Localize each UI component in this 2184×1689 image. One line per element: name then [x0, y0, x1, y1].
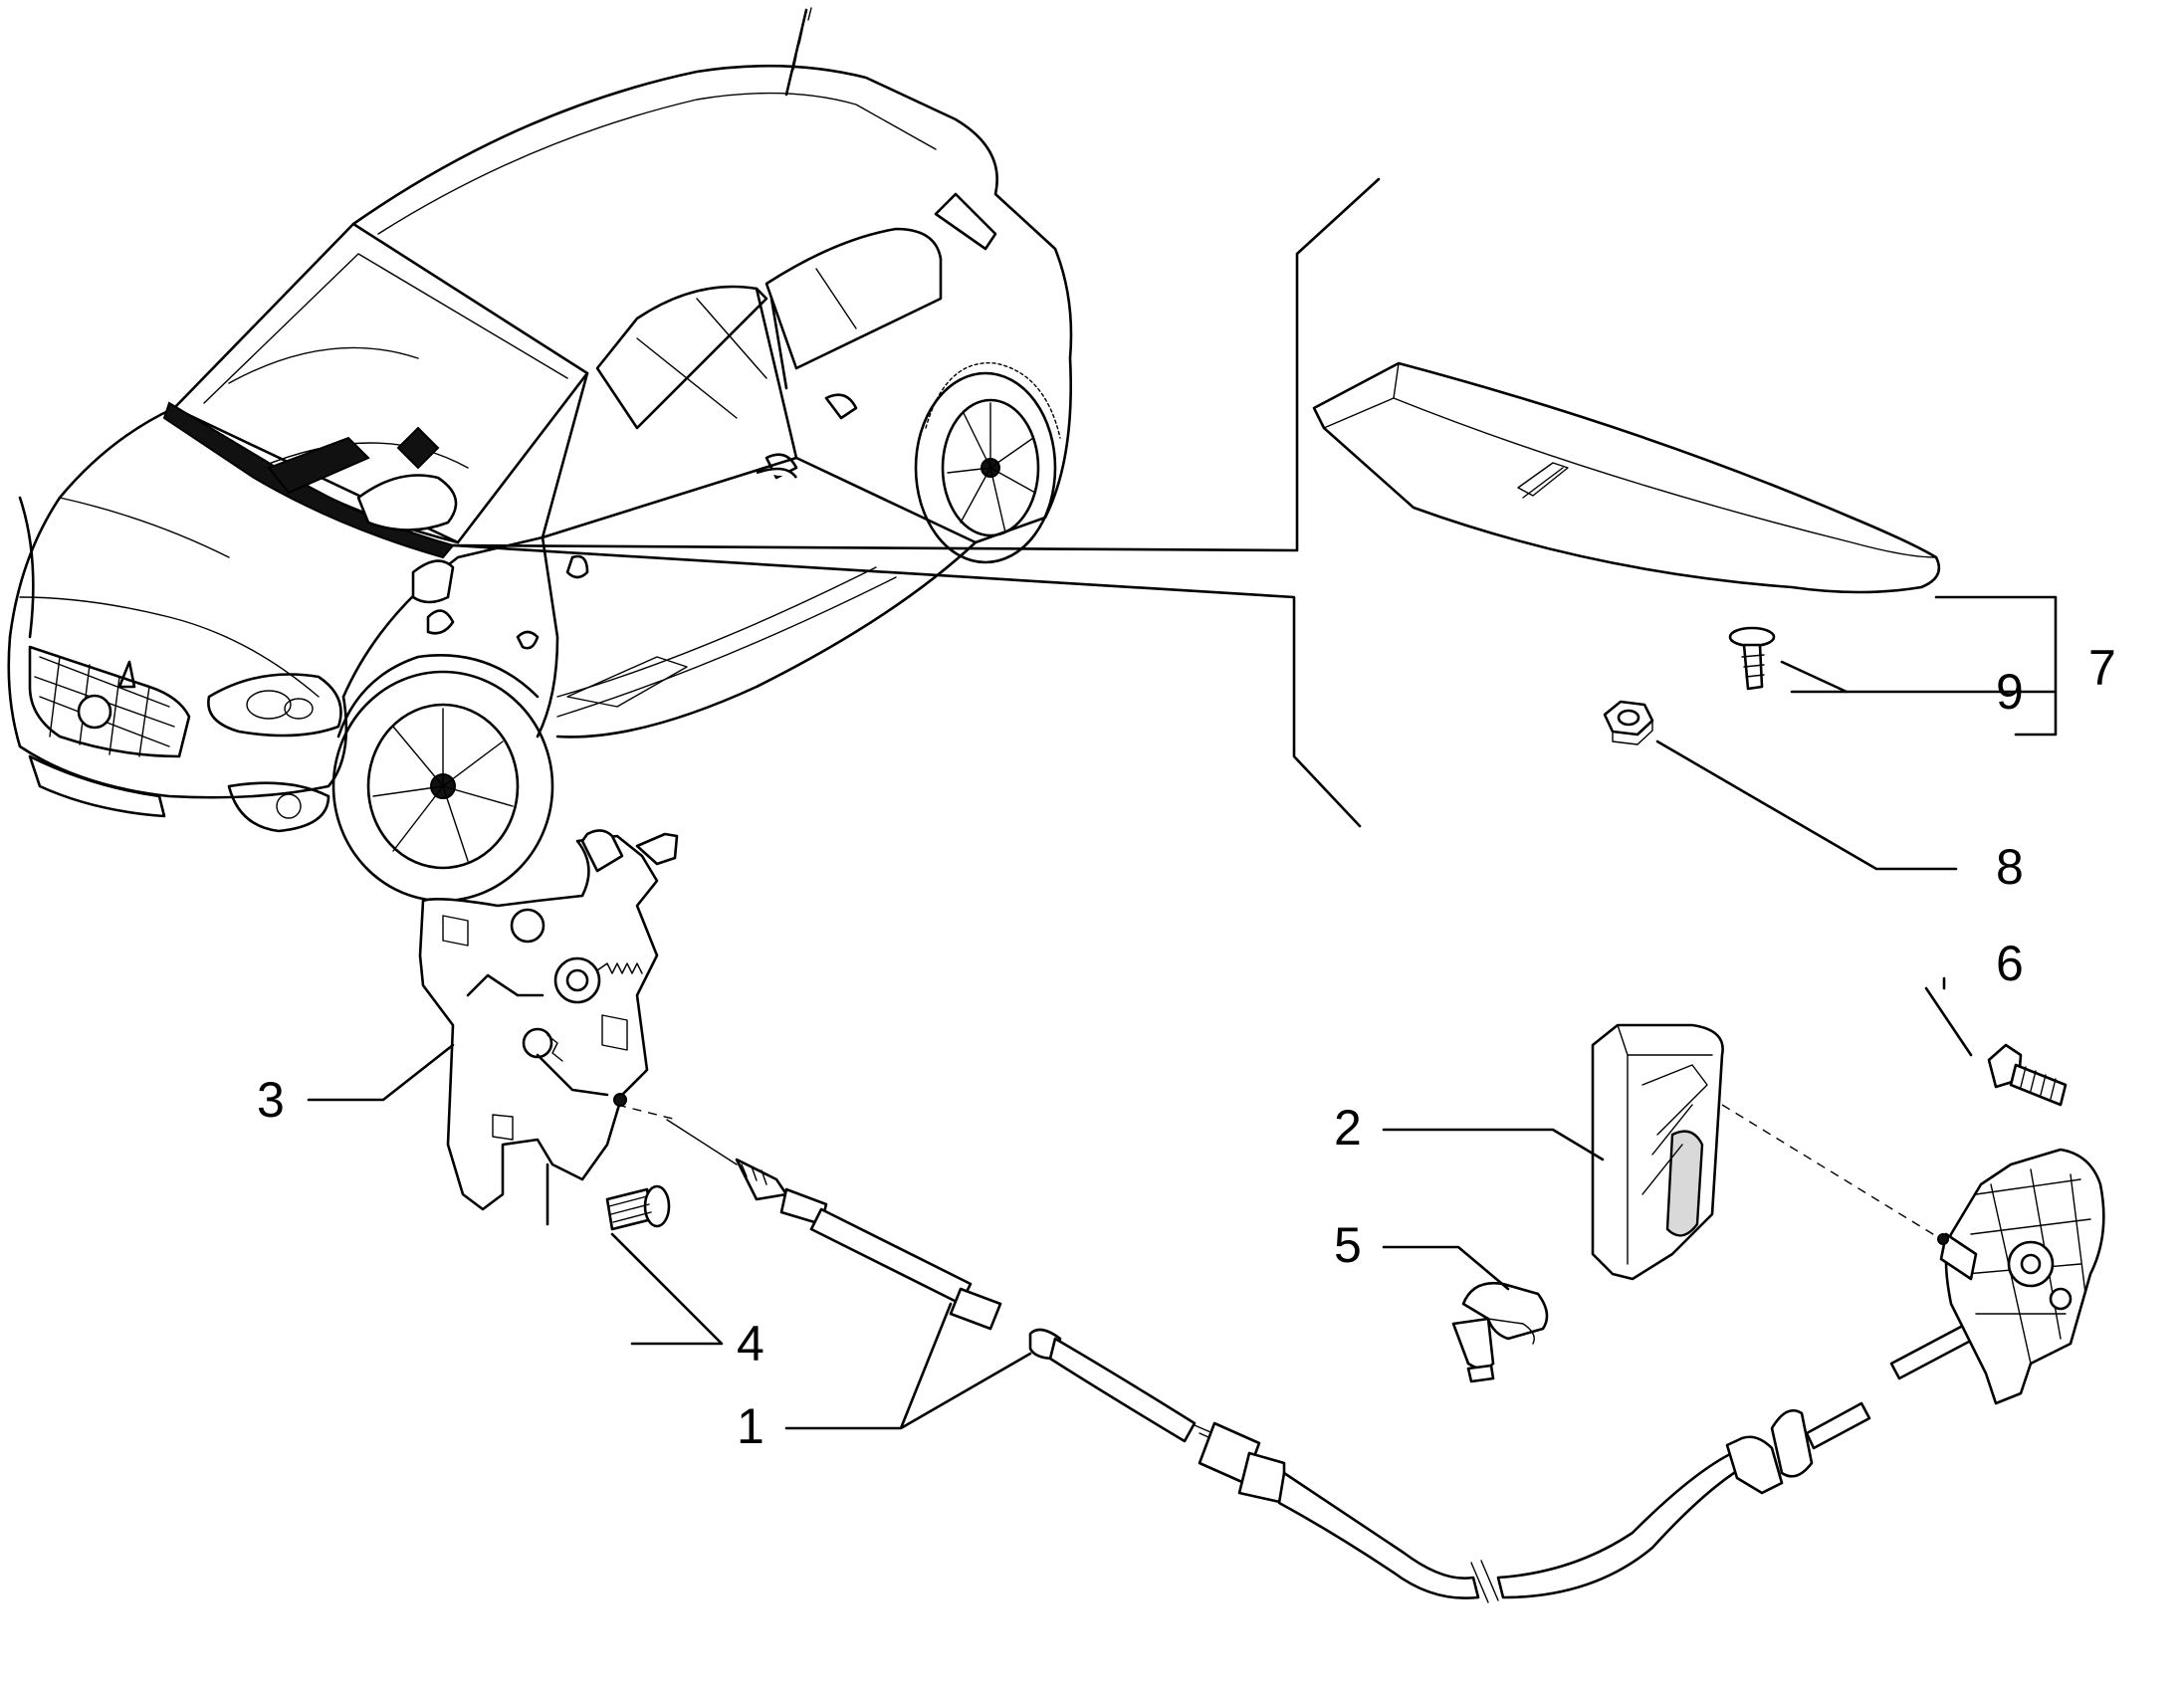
callout-leaders [307, 595, 2058, 1430]
callout-6: 6 [1996, 936, 2024, 991]
callout-7: 7 [2088, 640, 2116, 696]
headlight-right [207, 673, 342, 738]
bolt-4 [605, 1184, 671, 1231]
zoom-leader-lines [451, 177, 1381, 828]
lower-grille [28, 754, 166, 818]
badge-icon [77, 694, 112, 730]
cowl-panel [162, 401, 455, 559]
front-wheel [331, 654, 554, 903]
nut-8 [1603, 700, 1654, 745]
hood-latch [418, 829, 679, 1226]
car-illustration [7, 7, 1073, 903]
door-mirror [411, 559, 455, 604]
fog-light [227, 781, 330, 833]
callout-9: 9 [1996, 664, 2024, 720]
rear-wheel [914, 362, 1061, 564]
release-cable [616, 1104, 2023, 1603]
clip-5 [1451, 1281, 1549, 1383]
antenna [784, 8, 808, 97]
roof-outline [351, 64, 1073, 544]
push-clip-9 [1728, 626, 1776, 691]
release-handle [1591, 1023, 1942, 1281]
callout-labels: 1 2 3 4 5 6 7 8 9 [257, 640, 2116, 1454]
front-wing [341, 535, 559, 739]
handle-bracket [1937, 1148, 2105, 1405]
callout-5: 5 [1334, 1217, 1362, 1273]
side-window-rear [764, 227, 943, 370]
callout-4: 4 [737, 1316, 764, 1372]
callout-1: 1 [737, 1398, 764, 1454]
door [541, 456, 978, 739]
callout-2: 2 [1334, 1100, 1362, 1156]
callout-8: 8 [1996, 839, 2024, 895]
front-bumper [7, 635, 348, 799]
cowl-trim-strip [1312, 361, 1941, 594]
side-badge-icon [824, 393, 858, 420]
side-window-front [595, 285, 768, 430]
callout-3: 3 [257, 1072, 285, 1128]
bolt-6 [1987, 1043, 2068, 1107]
front-grille [28, 645, 191, 758]
rear-spoiler [934, 192, 997, 251]
